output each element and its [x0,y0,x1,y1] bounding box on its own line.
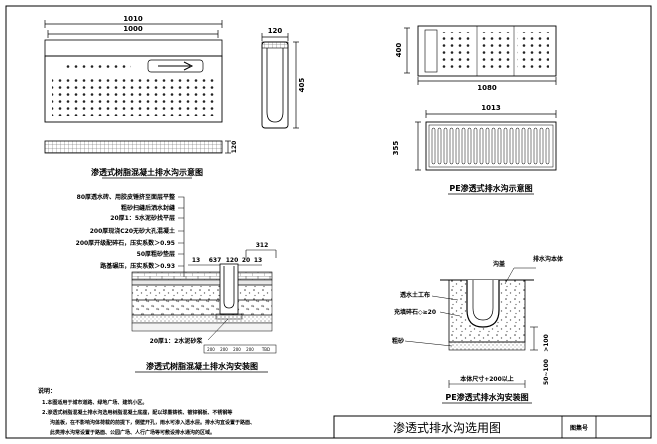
gravel-label: 充填碎石◇≥20 [394,308,436,316]
grate-slot [449,127,454,165]
fabric-label: 透水土工布 [400,291,430,299]
svg-text:13: 13 [254,257,262,264]
grate-slot [521,127,526,165]
sheet-frame [5,5,652,439]
pe-install-caption: PE渗透式排水沟安装图 [445,392,528,402]
layer-label: 200厚开级配碎石，压实系数＞0.95 [76,239,175,247]
sand-label: 粗砂 [392,337,404,345]
grate-slot [491,127,496,165]
note-line: 1.本图适用于城市道路、绿地广场、建筑小区。 [42,399,147,406]
resin-inner-length: 1000 [123,25,143,33]
svg-text:200: 200 [246,347,254,352]
overall-dim: 312 [256,242,269,249]
mortar-note: 20厚1：2水泥砂浆 [150,337,204,345]
width-note: 本体尺寸+200以上 [460,375,514,383]
grate-slot [461,127,466,165]
pe-grate-view: 1013 355 [392,104,557,171]
grate-slot [473,127,478,165]
note-line: 沟盖板，在不影响沟体荷载的前提下，侧壁开孔，雨水可渗入透水层。排水沟宜设置于路面… [50,419,255,426]
note-line: 此类排水沟常设置于路面、公园广场、人行广场等可敷设排水通沟的区域。 [50,429,215,436]
resin-top-view: 1010 1000 [44,15,223,123]
grate-slot [503,127,508,165]
pe-diagram-caption: PE渗透式排水沟示意图 [449,183,532,193]
pe-side-view: 400 1080 [395,25,557,92]
pe-install-section: 沟盖 排水沟本体 透水土工布 充填碎石◇≥20 粗砂 >100 50~100 本… [392,255,564,388]
drawing-number-label: 图集号 [570,424,588,432]
resin-elevation-strip: 120 [44,140,238,154]
grate-slot [515,127,520,165]
title-block: 渗透式排水沟选用图 图集号 [333,415,652,439]
sand-depth: 50~100 [543,359,550,385]
grate-slot [527,127,532,165]
svg-text:200: 200 [233,347,241,352]
grate-slot [485,127,490,165]
svg-text:637: 637 [209,257,222,264]
notes-heading: 说明： [38,387,56,395]
svg-text:13: 13 [192,257,200,264]
grate-slot [467,127,472,165]
resin-outer-length: 1010 [123,15,143,23]
grate-slot [437,127,442,165]
layer-label: 路基碾压，压实系数＞0.93 [100,262,175,270]
resin-install-section: 312 13 637 120 20 13 20厚1：2水泥砂浆 200 200 … [131,242,277,354]
body-label: 排水沟本体 [533,255,564,263]
resin-diagram-caption: 渗透式树脂混凝土排水沟示意图 [91,167,203,177]
side-width: 120 [268,27,283,35]
grate-body [44,55,223,123]
grate-top-rim [44,39,223,57]
resin-install-caption: 渗透式树脂混凝土排水沟安装图 [146,361,258,371]
flow-arrow-slot [147,59,204,73]
grate-slot [539,127,544,165]
grate-slot [497,127,502,165]
notes: 说明： 1.本图适用于城市道路、绿地广场、建筑小区。 2.渗透式树脂混凝土排水沟… [38,387,255,436]
grate-slot [533,127,538,165]
grate-slot [455,127,460,165]
svg-text:20: 20 [242,257,250,264]
side-height: 405 [298,78,306,93]
channel-body [219,263,239,315]
pe-side-height: 400 [395,43,403,58]
layer-label: 粗砂扫缝后洒水封缝 [121,204,175,212]
drawing-title: 渗透式排水沟选用图 [393,420,501,435]
min-depth: >100 [543,334,550,352]
pavement-layer-labels: 80厚透水砖、用胶皮锤挤至面层平整 粗砂扫缝后洒水封缝 20厚1：5水泥砂找平层… [76,193,185,277]
svg-text:200: 200 [220,347,228,352]
layer-label: 80厚透水砖、用胶皮锤挤至面层平整 [77,193,176,201]
surface-label: 沟盖 [493,260,505,268]
layer-label: 50厚粗砂垫层 [137,250,175,258]
strip-height: 120 [231,141,238,154]
pe-bottom-height: 355 [392,141,400,156]
svg-text:200: 200 [207,347,215,352]
grate-slot [431,127,436,165]
svg-text:120: 120 [226,257,239,264]
pe-channel-body [466,280,500,328]
grate-slot [545,127,550,165]
pe-bottom-width: 1013 [481,104,501,112]
layer-label: 200厚现浇C20无砂大孔混凝土 [90,227,175,235]
note-line: 2.渗透式树脂混凝土排水沟选用树脂混凝土底座，配以球墨铸铁、镀锌钢板、不锈钢等 [42,409,232,416]
layer-label: 20厚1：5水泥砂找平层 [110,214,175,222]
grate-slot [509,127,514,165]
grate-slot [443,127,448,165]
grate-slot [479,127,484,165]
grate-holes [52,76,214,116]
pe-top-width: 1080 [477,84,497,92]
flow-arrow-icon [158,61,194,71]
resin-side-view: 120 405 [261,27,306,129]
svg-text:TBD: TBD [261,347,270,352]
